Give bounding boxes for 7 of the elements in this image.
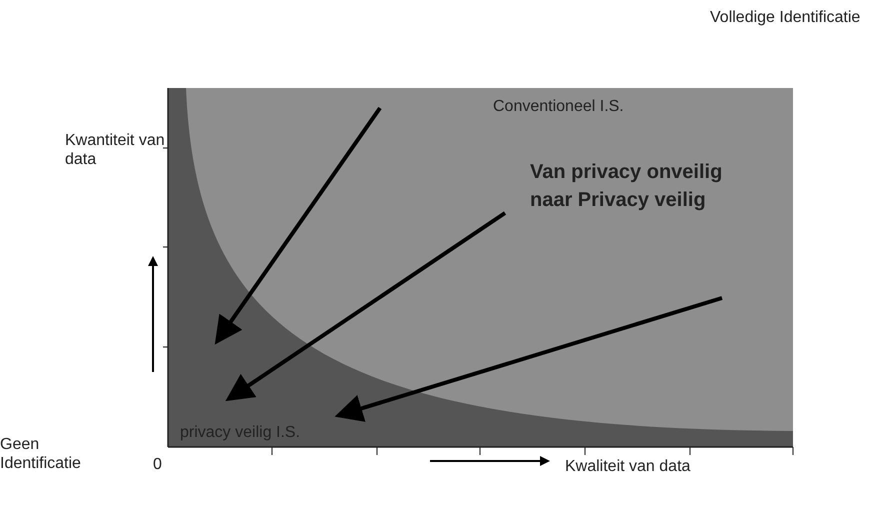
- statement-text: Van privacy onveilig naar Privacy veilig: [530, 160, 724, 213]
- axis-origin-label: 0: [153, 455, 163, 474]
- axis-label: Geen Identificatie: [0, 435, 82, 473]
- axis-label: Kwantiteit van data: [65, 131, 165, 169]
- region-label: Conventioneel I.S.: [493, 97, 625, 116]
- axis-label: Volledige Identificatie: [710, 8, 862, 27]
- axis-title: Kwaliteit van data: [565, 457, 692, 476]
